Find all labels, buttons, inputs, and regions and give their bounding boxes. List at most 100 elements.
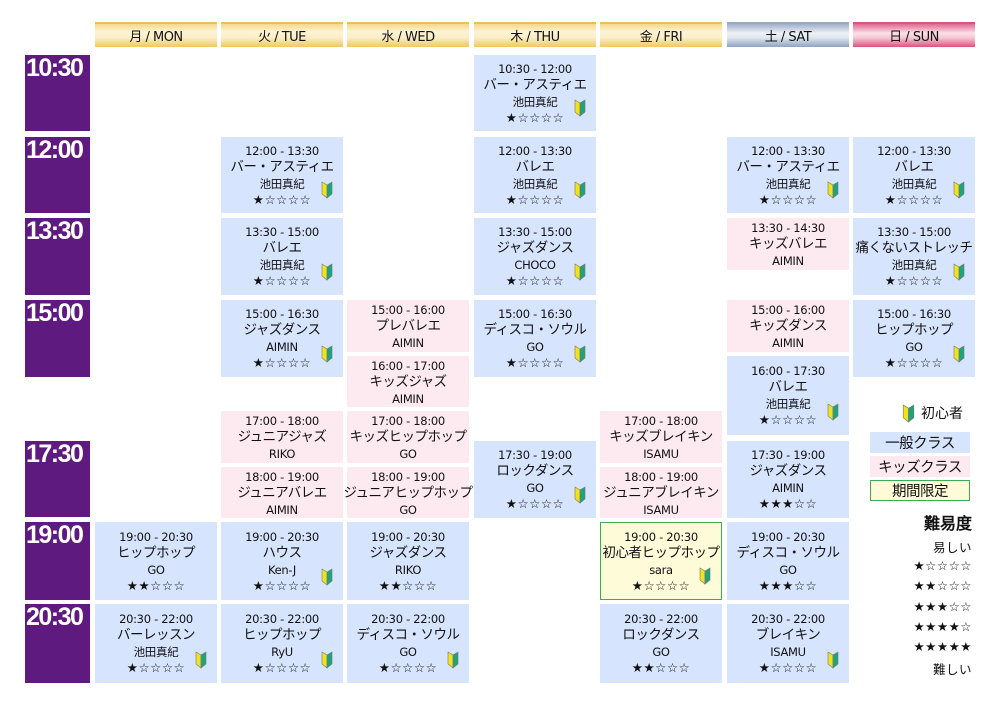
- class-teacher: 池田真紀: [512, 176, 558, 191]
- difficulty-stars: ★★☆☆☆: [126, 577, 186, 593]
- class-name: バー・アスティエ: [483, 76, 587, 93]
- class-time: 18:00 - 19:00: [624, 470, 698, 484]
- class-teacher: AIMIN: [772, 254, 804, 268]
- time-slot-label: 20:30: [25, 604, 90, 683]
- class-time: 15:00 - 16:00: [371, 303, 445, 317]
- class-teacher: 池田真紀: [765, 397, 811, 411]
- class-teacher: CHOCO: [514, 258, 556, 272]
- difficulty-stars: ★★★☆☆: [758, 496, 818, 511]
- class-time: 15:00 - 16:30: [245, 307, 319, 321]
- class-time: 17:30 - 19:00: [498, 448, 572, 462]
- class-time: 19:00 - 20:30: [624, 529, 698, 544]
- class-time: 12:00 - 13:30: [245, 143, 319, 158]
- class-time: 20:30 - 22:00: [751, 612, 825, 626]
- class-teacher: ISAMU: [643, 503, 679, 517]
- difficulty-stars: ★☆☆☆☆: [252, 273, 312, 288]
- class-name: キッズヒップホップ: [349, 429, 468, 445]
- time-slot-label: 17:30: [25, 441, 90, 517]
- beginner-mark-icon: [321, 263, 333, 281]
- class-time: 15:00 - 16:30: [877, 307, 951, 321]
- class-time: 16:00 - 17:30: [751, 364, 825, 378]
- time-slot-label: 13:30: [25, 218, 90, 295]
- class-name: ジャズダンス: [243, 322, 321, 338]
- class-teacher: 池田真紀: [891, 176, 937, 191]
- class-teacher: Ken-J: [267, 562, 296, 577]
- class-teacher: GO: [399, 447, 417, 461]
- difficulty-stars: ★★★☆☆: [758, 577, 818, 593]
- difficulty-stars: ★★☆☆☆: [631, 660, 691, 675]
- class-teacher: GO: [526, 481, 544, 495]
- class-name: バレエ: [894, 158, 935, 175]
- class-name: ジュニアブレイキン: [603, 485, 719, 501]
- class-teacher: RIKO: [268, 447, 296, 461]
- difficulty-hard: 難しい: [932, 662, 972, 677]
- class-teacher: AIMIN: [266, 340, 298, 354]
- class-time: 17:30 - 19:00: [751, 448, 825, 462]
- day-header: 火 / TUE: [221, 22, 343, 47]
- day-header: 日 / SUN: [853, 22, 975, 47]
- time-slot-label: 15:00: [25, 300, 90, 377]
- class-name: バレエ: [768, 379, 809, 395]
- class-name: ディスコ・ソウル: [356, 627, 460, 643]
- class-teacher: RIKO: [394, 562, 422, 577]
- beginner-mark-icon: [827, 181, 839, 199]
- beginner-mark-icon: [953, 181, 965, 199]
- difficulty-stars: ★☆☆☆☆: [758, 660, 818, 675]
- time-slot-label: 12:00: [25, 137, 90, 213]
- difficulty-stars: ★☆☆☆☆: [631, 577, 691, 593]
- difficulty-level-1: ★☆☆☆☆: [913, 558, 972, 573]
- class-teacher: 池田真紀: [512, 94, 558, 109]
- difficulty-stars: ★☆☆☆☆: [252, 577, 312, 593]
- difficulty-stars: ★☆☆☆☆: [505, 355, 565, 370]
- class-teacher: GO: [399, 645, 417, 659]
- class-name: ヒップホップ: [243, 627, 322, 643]
- class-teacher: GO: [147, 562, 165, 577]
- beginner-mark-icon: [321, 651, 333, 669]
- class-time: 19:00 - 20:30: [119, 529, 193, 544]
- difficulty-stars: ★☆☆☆☆: [884, 273, 944, 288]
- class-time: 12:00 - 13:30: [877, 143, 951, 158]
- class-name: バレエ: [262, 240, 303, 256]
- difficulty-stars: ★☆☆☆☆: [505, 496, 565, 511]
- beginner-mark-icon: [574, 263, 586, 281]
- class-time: 12:00 - 13:30: [751, 143, 825, 158]
- class-name: バー・アスティエ: [230, 158, 334, 175]
- day-header: 水 / WED: [347, 22, 469, 47]
- class-time: 10:30 - 12:00: [498, 61, 572, 76]
- class-name: ヒップホップ: [875, 322, 954, 338]
